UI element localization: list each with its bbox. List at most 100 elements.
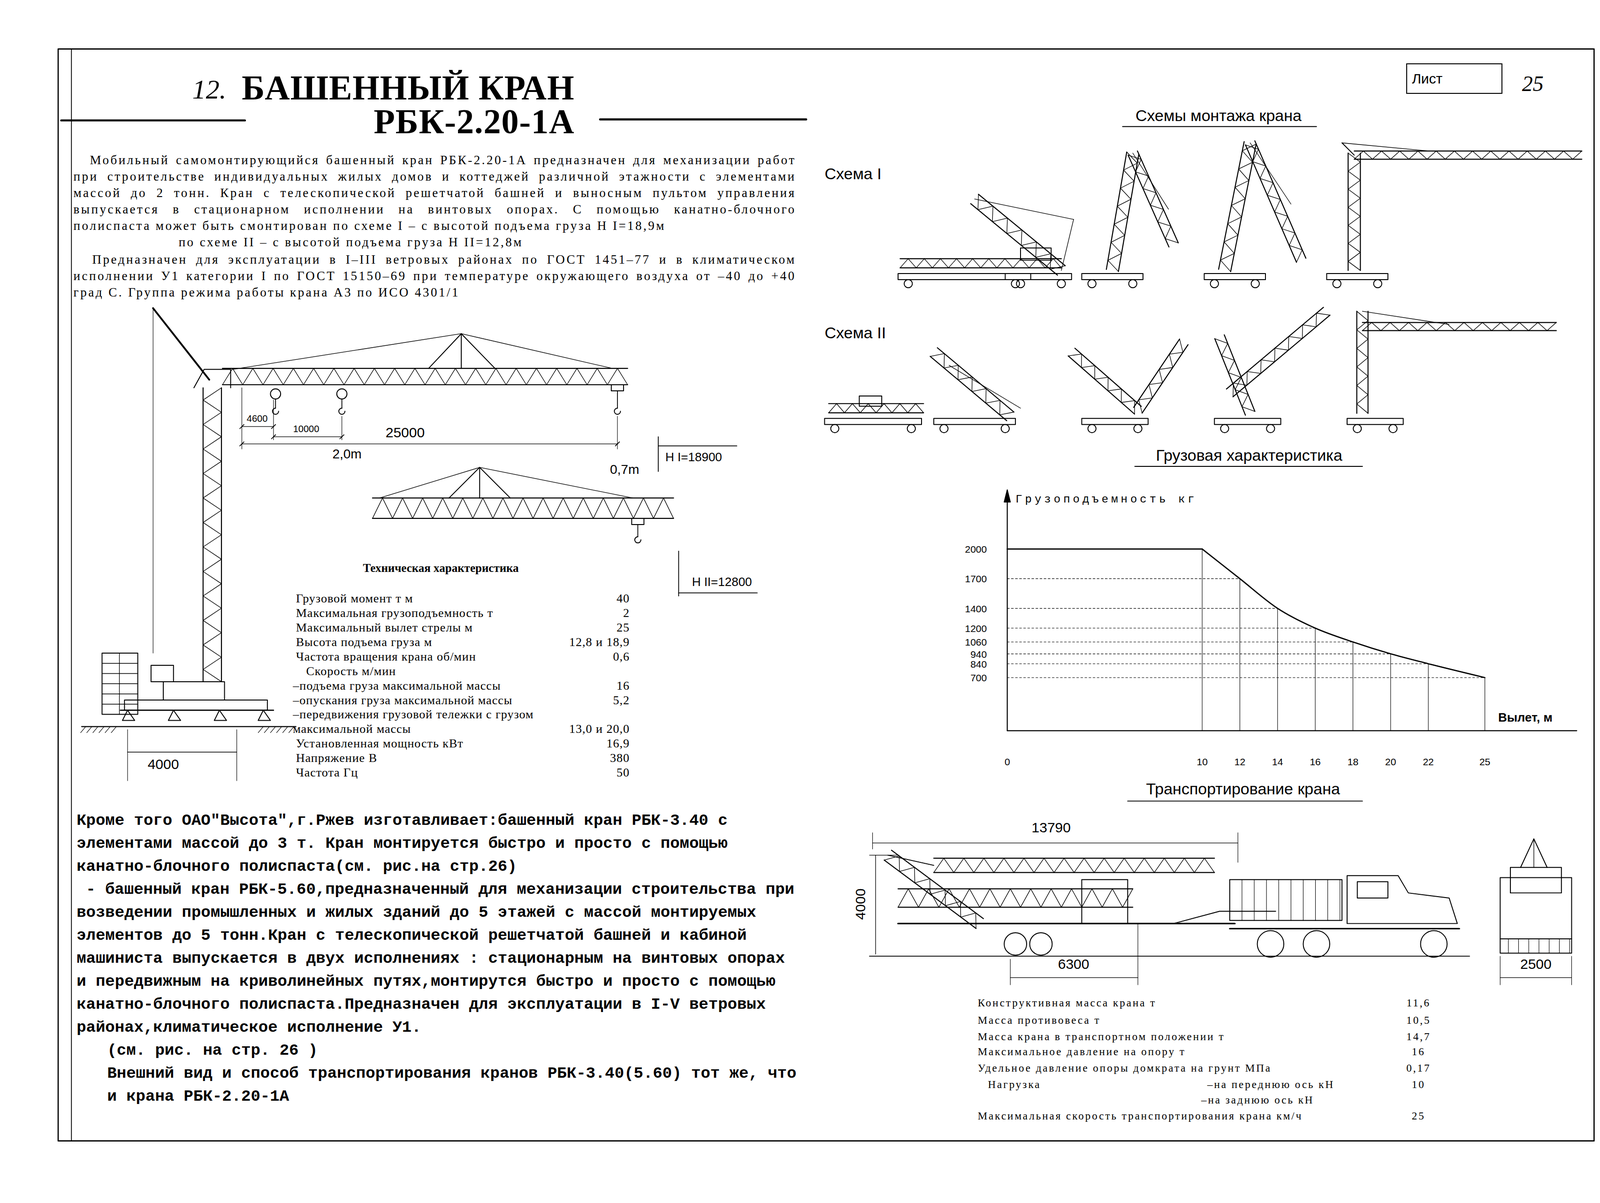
note-text: (см. рис. на стр. 26 ) [106,1039,318,1063]
ground-hatch [92,726,99,733]
pendant-line [379,467,480,498]
chassis [1005,273,1072,280]
rope-line [152,308,154,654]
wheel [1388,424,1397,433]
grid-line [1007,641,1354,643]
title-rule [600,118,807,121]
extension-line [273,400,274,441]
pendant-line [461,333,613,369]
wheel [1057,279,1066,288]
grid-line [1007,608,1278,609]
lattice-bracing [1233,312,1331,397]
extension-line [127,729,128,781]
chassis [1347,418,1404,425]
tick-label: 840 [970,658,987,669]
wheel [1004,932,1027,956]
wheel [1266,424,1275,433]
dimension-line [875,855,876,955]
dimension-label: 0,7m [609,461,640,478]
sheet-label: Лист [1407,64,1501,93]
lattice-section [1106,152,1139,272]
wheel [1001,424,1010,433]
screw-support [258,710,271,721]
height-label: Н II=12800 [692,574,753,589]
lattice-section [1354,151,1582,160]
lattice-section [828,403,924,413]
page-number: 25 [1522,70,1544,97]
axis-title: Вылет, м [1498,710,1553,725]
dimension-label: 25000 [385,424,425,442]
tick-label: 18 [1347,756,1359,767]
bed-slat [1315,879,1316,921]
spec-cell: 2 [623,605,630,620]
trailer-frame [898,922,1235,925]
lattice-bracing [929,353,1014,415]
counterweight-block [119,653,120,715]
screw-support [214,710,227,721]
spec-cell: –на заднюю ось кН [1201,1093,1315,1107]
chassis [1214,418,1281,425]
spec-cell: Установленная мощность кВт [296,736,464,751]
mast-strut [152,308,210,380]
trolley [611,384,624,391]
tick-label: 1060 [965,637,988,648]
height-mark [658,445,737,447]
frame-line [70,48,72,1141]
counterweight-block [102,673,138,674]
lattice-section [203,388,222,682]
turntable [163,681,225,701]
heading-underline [1135,465,1363,467]
spec-cell: 5,2 [612,692,630,708]
bed-slat [1339,879,1341,921]
truck-cab [1347,875,1458,924]
dimension-label: 4000 [852,888,869,921]
lattice-section [929,347,1014,421]
title-rule [61,119,246,122]
note-text: Кроме того ОАО"Высота",г.Ржев изготавлив… [76,809,800,879]
cabin [859,396,882,407]
lattice-section [222,368,628,385]
machinery-box [1081,879,1128,924]
ground-line [869,955,1470,957]
lattice-bracing [977,194,1066,270]
trolley [270,388,281,400]
spec-cell: –передвижения грузовой тележки с грузом … [292,707,575,737]
spec-cell: Максимальная грузоподъемность т [296,605,494,620]
lattice-bracing [1348,152,1361,271]
lattice-bracing [1127,155,1179,244]
bed-slat [1241,879,1242,921]
lattice-section [372,497,674,519]
wheel [1353,424,1362,433]
description-text: по схеме II – с высотой подъема груза Н … [178,234,797,251]
load-curve [1007,548,1203,550]
chassis [898,273,1031,280]
spec-cell: 50 [616,765,630,780]
ground-hatch [99,726,105,733]
lattice-bracing [1362,322,1557,331]
lattice-section [1068,348,1142,414]
side-view-wheels [1548,938,1550,953]
dimension-label: 4000 [147,755,180,773]
section-heading: Схемы монтажа крана [1135,105,1302,125]
dimension-tick [239,441,244,447]
tie-line [1132,152,1169,210]
chassis [1204,273,1266,280]
spec-cell: 12,8 и 18,9 [569,634,630,649]
grid-line [1315,628,1316,732]
lattice-section [1362,322,1557,331]
spec-cell: 0,6 [612,648,630,664]
lattice-section [1214,335,1255,416]
lattice-bracing [1138,339,1183,414]
spec-cell: Нагрузка [987,1078,1041,1092]
screw-support [168,710,181,721]
dimension-line [872,842,1239,844]
spec-cell: Масса противовеса т [977,1013,1101,1028]
spec-cell: –на переднюю ось кН [1207,1078,1335,1092]
bed-slat [1254,879,1255,921]
tick-label: 20 [1385,756,1396,767]
grid-line [1390,654,1391,732]
wheel [1133,424,1142,433]
bed-slat [1302,879,1304,921]
grid-line [1428,663,1429,732]
extension-line [1237,832,1239,863]
